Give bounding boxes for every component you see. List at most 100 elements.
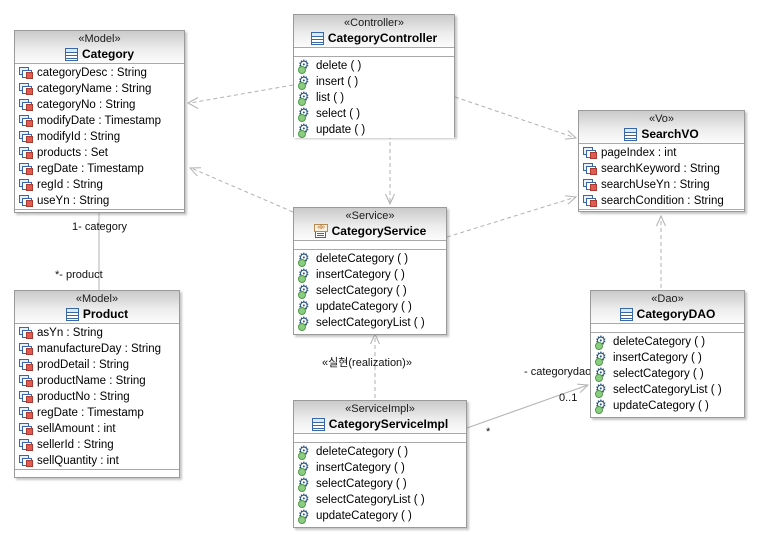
member-text: deleteCategory ( ) — [316, 446, 409, 458]
attribute-icon — [19, 439, 33, 451]
operation-row[interactable]: ⚙deleteCategory ( ) — [294, 443, 466, 460]
edge-association-serviceimpl-to-dao[interactable] — [466, 383, 590, 429]
member-text: useYn : String — [37, 195, 110, 207]
operation-row[interactable]: ⚙selectCategoryList ( ) — [294, 314, 446, 331]
operation-row[interactable]: ⚙ delete ( ) — [294, 56, 454, 74]
operation-row[interactable]: ⚙selectCategory ( ) — [591, 364, 744, 382]
attribute-row[interactable]: useYn : String — [15, 193, 184, 209]
attribute-row[interactable]: pageIndex : int — [579, 145, 744, 161]
operations-compartment — [15, 209, 184, 212]
class-box-category-service-impl[interactable]: «ServiceImpl» CategoryServiceImpl ⚙delet… — [293, 400, 467, 528]
operation-row[interactable]: ⚙selectCategory ( ) — [294, 282, 446, 299]
operation-row[interactable]: ⚙list ( ) — [294, 88, 454, 106]
operation-row[interactable]: ⚙select ( ) — [294, 105, 454, 122]
operation-icon: ⚙ — [298, 265, 310, 283]
association-end-label-product[interactable]: *- product — [55, 269, 103, 281]
operation-row[interactable]: ⚙deleteCategory ( ) — [591, 332, 744, 350]
operation-icon: ⚙ — [595, 332, 607, 350]
class-name: CategoryServiceImpl — [328, 417, 449, 431]
attribute-row[interactable]: productNo : String — [15, 389, 179, 405]
multiplicity-label-dao[interactable]: 0..1 — [559, 392, 578, 404]
attribute-row[interactable]: prodDetail : String — [15, 357, 179, 373]
association-role-label-categorydao[interactable]: - categorydao — [524, 366, 592, 378]
attribute-row[interactable]: categoryDesc : String — [15, 65, 184, 81]
attribute-row[interactable]: searchCondition : String — [579, 193, 744, 209]
class-box-category-service[interactable]: «Service» «I» CategoryService ⚙deleteCat… — [293, 207, 447, 335]
edge-dependency-controller-to-service[interactable] — [385, 135, 395, 206]
operation-row[interactable]: ⚙insert ( ) — [294, 72, 454, 90]
operation-row[interactable]: ⚙updateCategory ( ) — [294, 506, 466, 524]
stereotype-label: «Model» — [75, 293, 119, 305]
operation-row[interactable]: ⚙deleteCategory ( ) — [294, 250, 446, 267]
attribute-row[interactable]: modifyDate : Timestamp — [15, 113, 184, 129]
operation-icon: ⚙ — [595, 364, 607, 382]
operation-icon: ⚙ — [298, 56, 310, 74]
attribute-row[interactable]: regId : String — [15, 177, 184, 193]
operation-row[interactable]: ⚙insertCategory ( ) — [294, 265, 446, 283]
multiplicity-label-serviceimpl[interactable]: * — [486, 426, 491, 438]
interface-icon: «I» — [313, 223, 328, 238]
member-text: selectCategoryList ( ) — [316, 494, 425, 506]
edge-dependency-controller-to-searchvo[interactable] — [454, 96, 578, 140]
attribute-row[interactable]: regDate : Timestamp — [15, 405, 179, 421]
member-text: productNo : String — [37, 391, 130, 403]
operation-row[interactable]: ⚙ selectCategory ( ) — [294, 474, 466, 492]
member-text: selectCategoryList ( ) — [613, 384, 722, 396]
class-header: «Service» «I» CategoryService — [294, 208, 446, 240]
class-name: SearchVO — [641, 127, 699, 141]
operations-compartment — [15, 469, 179, 477]
attribute-row[interactable]: manufactureDay : String — [15, 341, 179, 357]
edge-dependency-controller-to-category[interactable] — [186, 84, 294, 109]
edge-dependency-service-to-searchvo[interactable] — [446, 195, 578, 238]
edge-dependency-dao-to-searchvo[interactable] — [656, 214, 666, 288]
attribute-row[interactable]: searchUseYn : String — [579, 177, 744, 193]
operation-row[interactable]: ⚙update ( ) — [294, 121, 454, 138]
attribute-row[interactable]: asYn : String — [15, 325, 179, 341]
class-icon — [65, 307, 79, 321]
attribute-icon — [19, 423, 33, 435]
attribute-row[interactable]: regDate : Timestamp — [15, 161, 184, 177]
attribute-row[interactable]: sellQuantity : int — [15, 453, 179, 469]
class-name: Category — [81, 47, 134, 61]
member-text: selectCategory ( ) — [316, 478, 407, 490]
operation-icon: ⚙ — [298, 506, 310, 524]
edge-dependency-service-to-category[interactable] — [188, 167, 294, 213]
attribute-row[interactable]: productName : String — [15, 373, 179, 389]
attribute-icon — [19, 407, 33, 419]
member-text: productName : String — [37, 375, 146, 387]
operation-row[interactable]: ⚙selectCategoryList ( ) — [591, 381, 744, 398]
operation-icon: ⚙ — [298, 474, 310, 492]
operation-icon: ⚙ — [298, 88, 310, 106]
attribute-row[interactable]: products : Set — [15, 145, 184, 161]
class-icon — [310, 31, 324, 45]
attribute-icon — [19, 327, 33, 339]
attribute-row[interactable]: categoryNo : String — [15, 97, 184, 113]
operation-row[interactable]: ⚙selectCategoryList ( ) — [294, 491, 466, 508]
member-text: sellerId : String — [37, 439, 114, 451]
operation-row[interactable]: ⚙updateCategory ( ) — [591, 397, 744, 414]
realization-label[interactable]: «실현(realization)» — [322, 357, 412, 369]
attribute-row[interactable]: categoryName : String — [15, 81, 184, 97]
operation-row[interactable]: ⚙insertCategory ( ) — [591, 349, 744, 366]
class-box-category-controller[interactable]: «Controller» CategoryController ⚙delete … — [293, 14, 455, 138]
operation-row[interactable]: ⚙insertCategory ( ) — [294, 459, 466, 476]
member-text: searchKeyword : String — [601, 163, 720, 175]
attribute-row[interactable]: searchKeyword : String — [579, 161, 744, 177]
interface-badge: «I» — [313, 223, 328, 232]
member-text: prodDetail : String — [37, 359, 130, 371]
attributes-compartment — [294, 240, 446, 249]
association-end-label-category[interactable]: 1- category — [72, 221, 128, 233]
attribute-row[interactable]: sellAmount : int — [15, 421, 179, 437]
attribute-row[interactable]: modifyId : String — [15, 129, 184, 145]
attribute-icon — [19, 391, 33, 403]
member-text: delete ( ) — [316, 60, 362, 72]
operation-row[interactable]: ⚙updateCategory ( ) — [294, 298, 446, 315]
member-text: sellAmount : int — [37, 423, 116, 435]
class-box-category-dao[interactable]: «Dao» CategoryDAO ⚙deleteCategory ( )⚙in… — [590, 290, 745, 418]
attribute-row[interactable]: sellerId : String — [15, 437, 179, 453]
operation-icon: ⚙ — [298, 72, 310, 90]
